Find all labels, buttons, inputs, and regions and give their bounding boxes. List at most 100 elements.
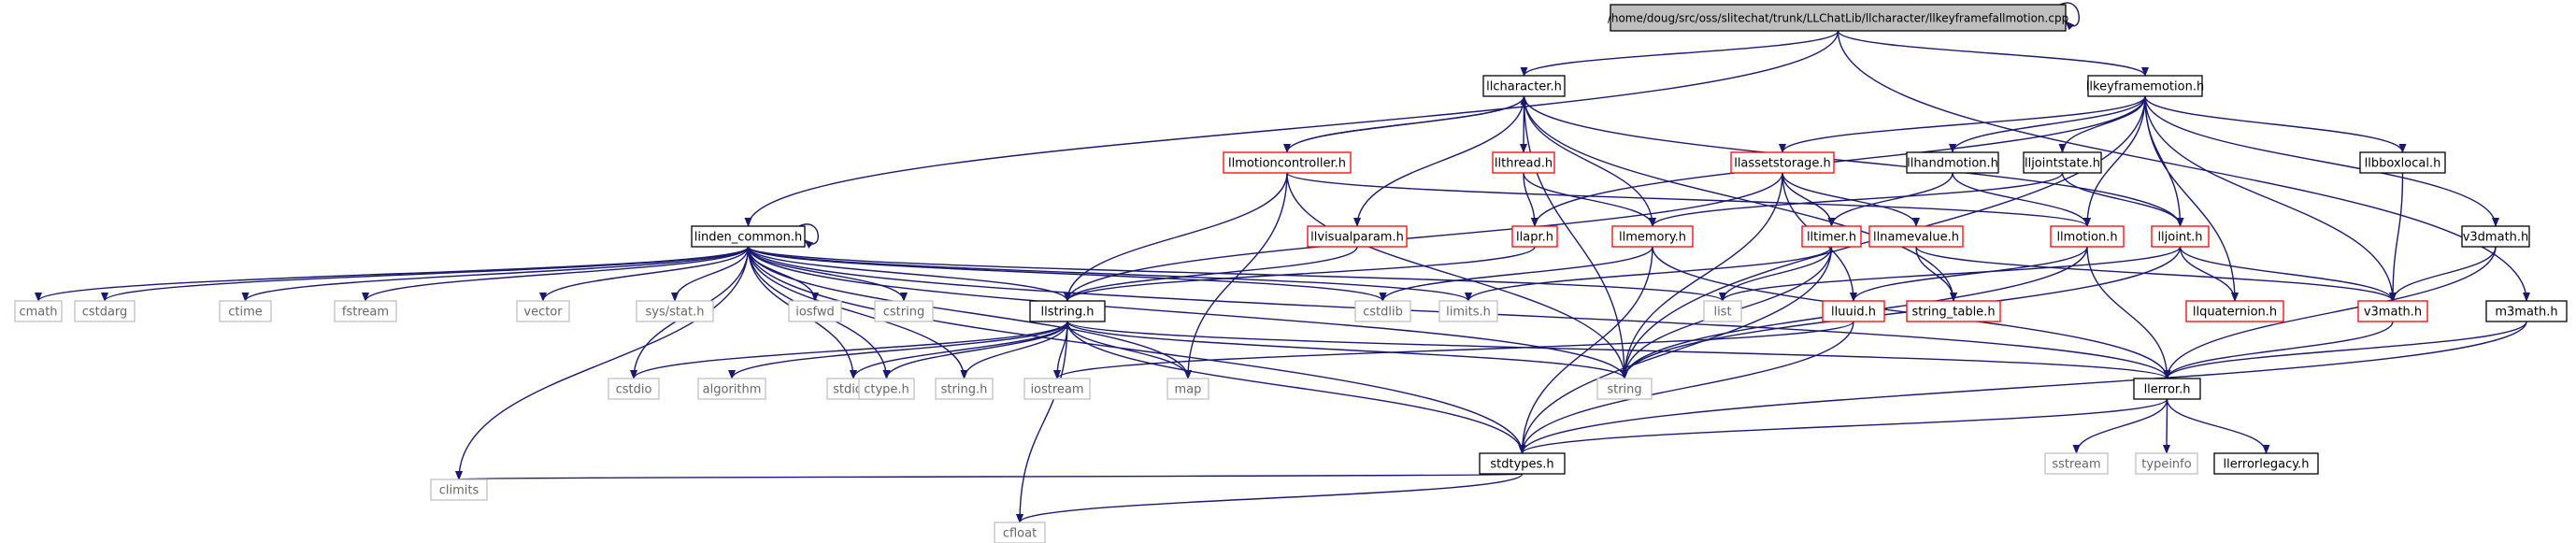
edge-lluuid-to-stdtypes bbox=[1518, 321, 1854, 454]
node-label: stdtypes.h bbox=[1490, 458, 1553, 472]
node-llthread-h[interactable]: llthread.h bbox=[1492, 151, 1555, 174]
node-llerrorlegacy-h[interactable]: llerrorlegacy.h bbox=[2213, 452, 2319, 475]
edge-linden-common-to-string bbox=[747, 246, 1628, 379]
node-box bbox=[2023, 151, 2102, 174]
edge-llhandmotion-to-llmotion bbox=[1952, 172, 2091, 227]
node-box bbox=[1307, 225, 1408, 248]
edge-llassetstorage-to-lltimer bbox=[1782, 172, 1836, 227]
node-box bbox=[2357, 300, 2428, 322]
node-box bbox=[2359, 151, 2446, 174]
edge-root-to-m3math bbox=[1837, 30, 2530, 302]
edge-llthread-to-llmemory bbox=[1523, 172, 1656, 227]
node-llkeyframemotion-h[interactable]: llkeyframemotion.h bbox=[2086, 75, 2204, 97]
edge-llcharacter-to-string bbox=[1523, 95, 1628, 379]
edge-llmotion-to-llerror bbox=[2086, 246, 2171, 379]
edge-llassetstorage-to-llstring bbox=[1064, 172, 1783, 302]
edge-v3math-to-llerror bbox=[2163, 321, 2394, 379]
edge-lljoint-to-llquaternion bbox=[2179, 246, 2239, 302]
edge-llcharacter-to-llmemory bbox=[1523, 95, 1656, 227]
node-label: cstring bbox=[883, 306, 924, 320]
node-cstdio: cstdio bbox=[608, 378, 660, 400]
node-limits-h: limits.h bbox=[1438, 300, 1498, 322]
edge-llnamevalue-to-v3math bbox=[1915, 246, 2397, 302]
node-string-table-h[interactable]: string_table.h bbox=[1906, 300, 2001, 322]
node-box bbox=[2485, 300, 2568, 322]
edge-root-to-llcharacter bbox=[1520, 30, 1839, 77]
edge-v3dmath-to-llerror bbox=[2163, 246, 2497, 379]
edge-llerror-to-llerrorlegacy bbox=[2166, 398, 2270, 454]
node-cfloat: cfloat bbox=[994, 522, 1046, 543]
node-label: map bbox=[1175, 383, 1202, 397]
node-box bbox=[1610, 4, 2067, 32]
node-v3dmath-h[interactable]: v3dmath.h bbox=[2461, 225, 2530, 248]
node-llmotion-h[interactable]: llmotion.h bbox=[2050, 225, 2125, 248]
node-lljointstate-h[interactable]: lljointstate.h bbox=[2023, 151, 2102, 174]
node-llmotioncontroller-h[interactable]: llmotioncontroller.h bbox=[1223, 151, 1352, 174]
node-box bbox=[1166, 378, 1209, 400]
node-llhandmotion-h[interactable]: llhandmotion.h bbox=[1906, 151, 1999, 174]
node-iosfwd: iosfwd bbox=[788, 300, 842, 322]
node-box bbox=[2185, 300, 2284, 322]
node-llerror-h[interactable]: llerror.h bbox=[2133, 378, 2201, 400]
node-llcharacter-h[interactable]: llcharacter.h bbox=[1482, 75, 1566, 97]
node-stdtypes-h[interactable]: stdtypes.h bbox=[1479, 452, 1566, 475]
edge-llerror-to-sstream bbox=[2072, 398, 2168, 454]
node-lluuid-h[interactable]: lluuid.h bbox=[1822, 300, 1885, 322]
node-llquaternion-h[interactable]: llquaternion.h bbox=[2185, 300, 2284, 322]
node-llassetstorage-h[interactable]: llassetstorage.h bbox=[1730, 151, 1835, 174]
edge-llmemory-to-cstdlib bbox=[1379, 246, 1653, 302]
node-label: llkeyframemotion.h bbox=[2086, 80, 2204, 94]
node-string: string bbox=[1596, 378, 1653, 400]
edge-linden-common-to-ctime bbox=[241, 246, 750, 302]
node-llnamevalue-h[interactable]: llnamevalue.h bbox=[1868, 225, 1964, 248]
node-label: typeinfo bbox=[2141, 458, 2191, 472]
edge-lljoint-to-string bbox=[1621, 246, 2182, 379]
node-box bbox=[1596, 378, 1653, 400]
node-box bbox=[697, 378, 766, 400]
edge-llkeyframemotion-to-llassetstorage bbox=[1779, 95, 2146, 153]
node-home-doug-src-oss-slitechat-trunk-llchatlib-llcharacter-llkeyframefallmotion-cpp[interactable]: /home/doug/src/oss/slitechat/trunk/LLCha… bbox=[1608, 4, 2068, 32]
node-llmemory-h[interactable]: llmemory.h bbox=[1611, 225, 1694, 248]
edge-root-to-llkeyframemotion bbox=[1837, 30, 2149, 77]
node-box bbox=[2087, 75, 2203, 97]
edge-lljoint-to-v3math bbox=[2179, 246, 2397, 302]
node-box bbox=[334, 300, 397, 322]
edge-llkeyframemotion-to-llmotion bbox=[2083, 95, 2146, 227]
node-box bbox=[219, 300, 272, 322]
node-label: llhandmotion.h bbox=[1907, 157, 1998, 171]
node-lljoint-h[interactable]: lljoint.h bbox=[2151, 225, 2210, 248]
node-ctime: ctime bbox=[219, 300, 272, 322]
edge-linden-common-to-stringh bbox=[747, 246, 968, 379]
edge-linden-common-to-fstream bbox=[362, 246, 750, 302]
node-v3math-h[interactable]: v3math.h bbox=[2357, 300, 2428, 322]
node-box bbox=[1801, 225, 1862, 248]
node-llstring-h[interactable]: llstring.h bbox=[1029, 300, 1106, 322]
node-linden-common-h[interactable]: linden_common.h bbox=[691, 225, 806, 248]
node-label: llquaternion.h bbox=[2193, 306, 2277, 320]
node-box bbox=[1492, 151, 1555, 174]
node-label: string bbox=[1607, 383, 1641, 397]
node-label: lluuid.h bbox=[1831, 306, 1876, 320]
node-m3math-h[interactable]: m3math.h bbox=[2485, 300, 2568, 322]
edge-llhandmotion-to-lltimer bbox=[1827, 172, 1953, 227]
node-box bbox=[1511, 225, 1558, 248]
node-label: lljointstate.h bbox=[2025, 157, 2100, 171]
node-lltimer-h[interactable]: lltimer.h bbox=[1801, 225, 1862, 248]
node-label: llstring.h bbox=[1041, 306, 1095, 320]
node-llvisualparam-h[interactable]: llvisualparam.h bbox=[1307, 225, 1408, 248]
node-box bbox=[1029, 300, 1106, 322]
node-label: llassetstorage.h bbox=[1734, 157, 1831, 171]
node-box bbox=[2050, 225, 2125, 248]
node-label: cfloat bbox=[1003, 527, 1037, 541]
node-llapr-h[interactable]: llapr.h bbox=[1511, 225, 1558, 248]
node-box bbox=[1354, 300, 1411, 322]
node-label: v3dmath.h bbox=[2463, 231, 2529, 245]
edge-m3math-to-llerror bbox=[2163, 321, 2527, 379]
file-nodes: /home/doug/src/oss/slitechat/trunk/LLCha… bbox=[14, 4, 2568, 543]
node-label: llthread.h bbox=[1495, 157, 1553, 171]
node-label: sstream bbox=[2052, 458, 2100, 472]
edge-lltimer-to-limits bbox=[1465, 246, 1833, 302]
node-llbboxlocal-h[interactable]: llbboxlocal.h bbox=[2359, 151, 2446, 174]
edge-linden-common-to-stdtypes bbox=[747, 246, 1526, 454]
node-climits: climits bbox=[430, 479, 488, 501]
